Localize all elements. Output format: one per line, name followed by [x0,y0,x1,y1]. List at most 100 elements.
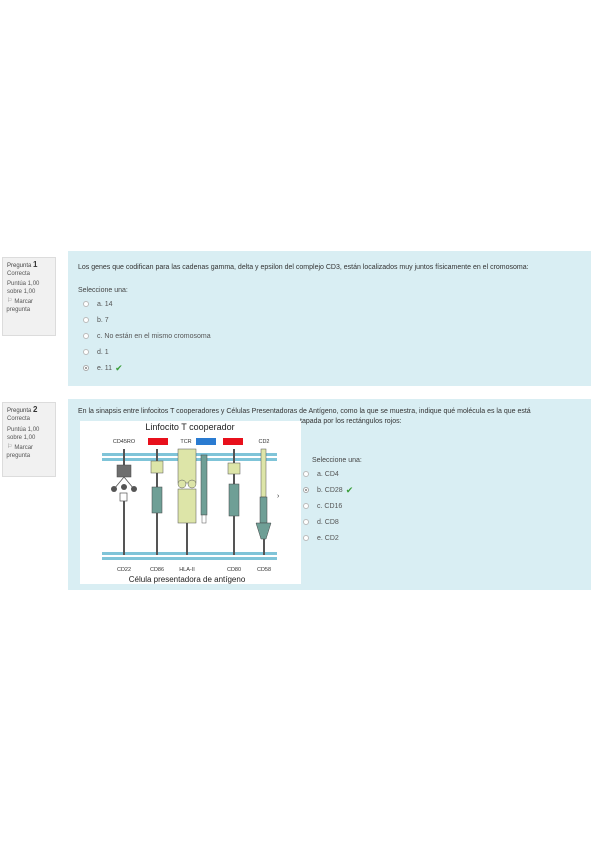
question-2-prompt: Seleccione una: [312,457,362,464]
cd22-branch-right [123,476,135,490]
cd2-body [260,448,267,498]
question-2-answer-a[interactable]: a. CD4 [298,466,362,482]
cd80-body [228,483,240,517]
label-cd45ro: CD45RO [113,439,136,445]
question-1-text: Los genes que codifican para las cadenas… [78,264,529,271]
radio-button[interactable] [303,471,309,477]
diagram-bottom-label: Célula presentadora de antígeno [129,575,246,584]
radio-button-selected[interactable] [303,487,309,493]
cd58-stem [263,539,265,555]
question-2-status: Correcta [7,416,31,422]
question-2-answer-b[interactable]: b. CD28 ✔ [298,482,362,498]
lower-membrane-outer [102,552,277,555]
question-prefix: Pregunta [7,408,32,414]
flag-icon: ⚐ [7,298,13,304]
cd28-stem [156,449,158,461]
cd86-body [151,486,163,514]
lower-membrane-inner [102,557,277,560]
question-1-answer-e[interactable]: e. 11 ✔ [78,360,581,376]
check-icon: ✔ [345,484,354,495]
hla-ii-stem [186,523,188,555]
hla-ii-body [177,488,197,524]
question-1-info: Pregunta 1 Correcta Puntúa 1,00 sobre 1,… [2,257,56,336]
label-hla-ii: HLA-II [179,567,195,573]
question-prefix: Pregunta [7,263,32,269]
cd22-branch-left [113,476,125,490]
radio-button-selected[interactable] [83,365,89,371]
question-2-text-line1: En la sinapsis entre linfocitos T cooper… [78,408,531,415]
cd80-stem [233,516,235,555]
cd22-body [119,492,128,502]
question-1-number: Pregunta 1 [7,261,51,270]
cd4-chain [200,454,208,516]
question-1-answer-b[interactable]: b. 7 [78,312,581,328]
ctla4-link [233,474,235,484]
question-2-answer-d[interactable]: d. CD8 [298,514,362,530]
radio-button[interactable] [303,519,309,525]
label-cd22: CD22 [117,567,131,573]
ctla4-head [227,462,241,475]
question-1-answer-c[interactable]: c. No están en el mismo cromosoma [78,328,581,344]
label-cd2: CD2 [258,439,269,445]
answer-label: e. 11 [97,364,113,372]
radio-button[interactable] [303,503,309,509]
question-1-content: Los genes que codifican para las cadenas… [68,251,591,386]
question-2-answer-e[interactable]: e. CD2 [298,530,362,546]
answer-label: a. 14 [97,300,113,308]
flag-label-line1: Marcar [14,445,34,451]
answer-label: d. CD8 [317,518,339,526]
radio-button[interactable] [83,301,89,307]
cd22-node-center [121,484,127,490]
cd58-anchor [255,522,272,540]
question-1-answers: a. 14 b. 7 c. No están en el mismo cromo… [78,296,581,376]
flag-label: Marcar pregunta [6,444,34,460]
label-cd58: CD58 [257,567,271,573]
cd28-head [150,460,164,474]
radio-button[interactable] [83,317,89,323]
cd28-link [156,473,158,487]
answer-label: b. CD28 [317,486,343,494]
answer-label: b. 7 [97,316,109,324]
question-number-value: 1 [33,260,38,269]
answer-label: e. CD2 [317,534,339,542]
question-1-answer-d[interactable]: d. 1 [78,344,581,360]
radio-button[interactable] [83,333,89,339]
flag-label-line2: pregunta [6,307,31,313]
diagram-title: Linfocito T cooperador [145,422,234,432]
radio-button[interactable] [83,349,89,355]
blue-box [196,438,216,445]
cd45ro-stem [123,449,125,465]
question-2-text-line2: tapada por los rectángulos rojos: [300,418,402,425]
cd86-stem [156,513,158,555]
flag-label-line2: pregunta [6,453,31,459]
question-2-number: Pregunta 2 [7,406,51,415]
flag-label: Marcar pregunta [6,298,34,314]
answer-label: d. 1 [97,348,109,356]
flag-question-2-button[interactable]: ⚐ Marcar pregunta [6,444,51,460]
synapse-diagram: Linfocito T cooperador CD45RO TCR CD2 [80,421,301,584]
cd22-stem [123,501,125,555]
question-2-score: Puntúa 1,00 [7,427,40,433]
label-tcr: TCR [180,439,191,445]
radio-button[interactable] [303,535,309,541]
tcr-body [177,448,197,484]
question-2-answer-c[interactable]: c. CD16 [298,498,362,514]
tcr-domain-right [187,479,197,489]
red-box-2 [223,438,243,445]
question-1-status: Correcta [7,271,31,277]
answer-label: a. CD4 [317,470,339,478]
label-cd80: CD80 [227,567,241,573]
red-box-1 [148,438,168,445]
tcr-domain-left [177,479,187,489]
question-1-score-max: sobre 1,00 [7,289,36,295]
question-2-score-max: sobre 1,00 [7,435,36,441]
cd45ro-body [116,464,132,478]
flag-question-1-button[interactable]: ⚐ Marcar pregunta [6,298,51,314]
question-2-text: En la sinapsis entre linfocitos T cooper… [78,407,581,427]
diagram-arrow-mark: › [277,493,280,500]
cd4-tail [201,514,207,524]
flag-label-line1: Marcar [14,299,34,305]
question-2-info: Pregunta 2 Correcta Puntúa 1,00 sobre 1,… [2,402,56,477]
question-1-answer-a[interactable]: a. 14 [78,296,581,312]
question-2-answers: Seleccione una: a. CD4 b. CD28 ✔ c. CD16… [298,457,362,546]
